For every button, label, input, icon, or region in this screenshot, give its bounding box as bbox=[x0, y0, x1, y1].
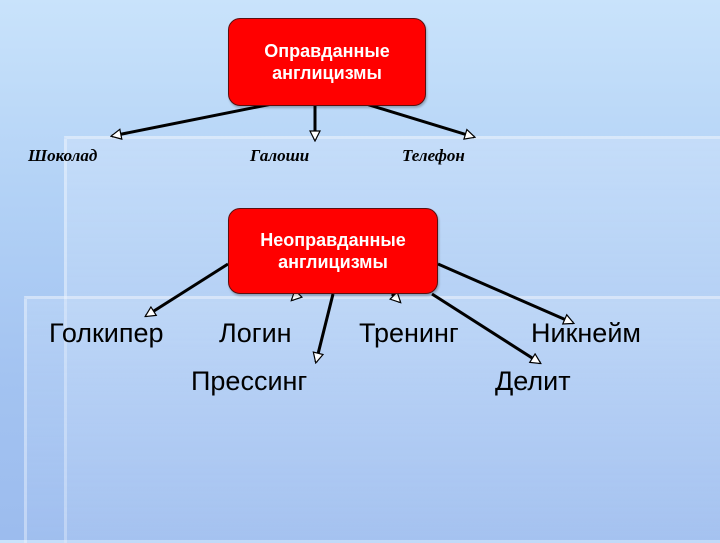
word-delit: Делит bbox=[495, 366, 571, 396]
word-telefon: Телефон bbox=[402, 146, 465, 165]
arrow-to-golkiper bbox=[146, 262, 229, 318]
word-login: Логин bbox=[219, 318, 292, 348]
unjustified-anglicisms-box: Неоправданные англицизмы bbox=[228, 208, 438, 294]
word-golkiper: Голкипер bbox=[49, 318, 164, 348]
arrow-to-shokolad bbox=[112, 102, 273, 136]
word-nikneim: Никнейм bbox=[531, 318, 641, 348]
justified-anglicisms-title: Оправданные англицизмы bbox=[264, 41, 390, 83]
arrow-to-telefon bbox=[365, 102, 474, 137]
justified-anglicisms-box: Оправданные англицизмы bbox=[228, 18, 426, 106]
unjustified-anglicisms-title: Неоправданные англицизмы bbox=[260, 230, 406, 272]
word-shokolad: Шоколад bbox=[28, 146, 98, 165]
arrow-to-nikneim bbox=[437, 262, 573, 323]
arrow-to-delit bbox=[431, 292, 540, 365]
word-pressing: Прессинг bbox=[191, 366, 308, 396]
arrow-to-trening bbox=[392, 294, 400, 302]
word-trening: Тренинг bbox=[359, 318, 459, 348]
word-galoshi: Галоши bbox=[250, 146, 310, 165]
arrow-to-pressing bbox=[316, 293, 335, 362]
arrow-to-login bbox=[292, 294, 298, 300]
